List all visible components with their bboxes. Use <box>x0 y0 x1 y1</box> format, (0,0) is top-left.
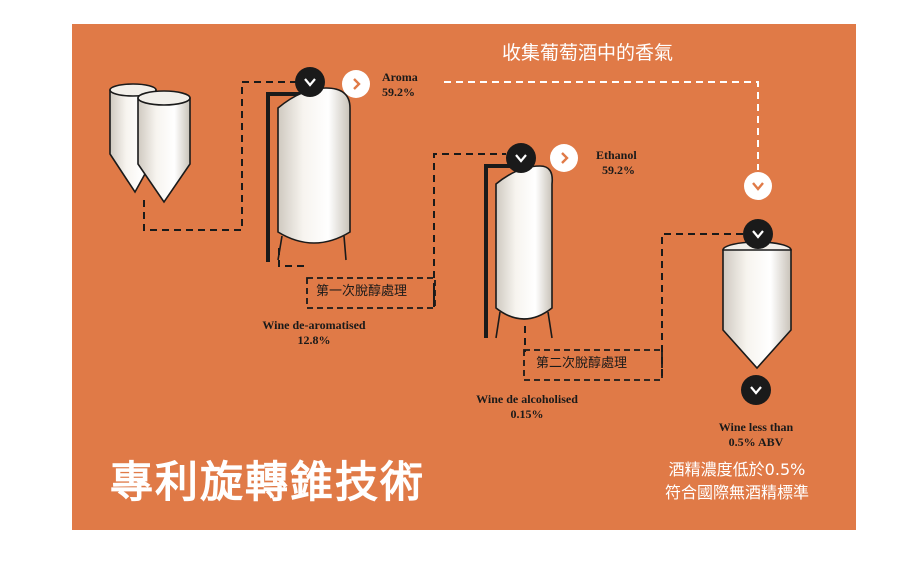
circle-icons <box>295 67 773 405</box>
flow-line-stage2-to-tank3 <box>661 233 744 376</box>
source-tanks <box>109 83 191 204</box>
tank-1-body <box>277 87 351 244</box>
stage-boxes <box>306 277 663 381</box>
tank-2-leg-left <box>495 311 501 339</box>
ethanol-label: Ethanol 59.2% <box>596 148 637 178</box>
ethanol-name: Ethanol <box>596 148 637 162</box>
chevron-right-icon <box>342 70 370 98</box>
final-tank-body <box>722 249 792 370</box>
tank-2-leg-right <box>547 311 553 339</box>
dearomatised-name: Wine de-aromatised <box>262 318 366 332</box>
dearomatised-label: Wine de-aromatised 12.8% <box>244 318 384 348</box>
main-title: 專利旋轉錐技術 <box>110 458 425 508</box>
tank-1-leg-left <box>277 235 283 261</box>
final-wine-line2: 0.5% ABV <box>728 435 784 449</box>
stage-1-box <box>306 277 436 309</box>
final-wine-label: Wine less than 0.5% ABV <box>696 420 816 450</box>
aroma-collection-caption: 收集葡萄酒中的香氣 <box>502 42 674 64</box>
flow-line-aroma-to-final <box>444 81 759 170</box>
flow-lines <box>143 81 759 376</box>
standard-caption-line2: 符合國際無酒精標準 <box>664 483 809 502</box>
source-tank-front-top <box>137 90 191 106</box>
final-tank <box>722 241 792 370</box>
process-diagram <box>109 67 792 405</box>
chevron-down-icon <box>744 172 772 200</box>
ethanol-value: 59.2% <box>602 163 635 177</box>
tank-2 <box>484 156 554 339</box>
chevron-down-icon <box>295 67 325 97</box>
flow-line-source-to-tank1 <box>143 81 296 231</box>
stage-2-label: 第二次脫醇處理 <box>532 354 632 374</box>
final-wine-line1: Wine less than <box>718 420 794 434</box>
chevron-down-icon <box>743 219 773 249</box>
aroma-value: 59.2% <box>382 85 415 99</box>
infographic-panel: 收集葡萄酒中的香氣 Aroma 59.2% Ethanol 59.2% 第一次脫… <box>72 24 856 530</box>
source-tank-front <box>137 92 191 204</box>
standard-caption-line1: 酒精濃度低於0.5% <box>668 460 806 479</box>
standard-caption: 酒精濃度低於0.5% 符合國際無酒精標準 <box>632 458 842 504</box>
tank-1 <box>266 84 351 262</box>
dealcoholised-label: Wine de alcoholised 0.15% <box>457 392 597 422</box>
tank-2-body <box>495 165 554 320</box>
flow-line-tank1-to-stage1 <box>278 248 307 267</box>
dealcoholised-name: Wine de alcoholised <box>476 392 578 406</box>
flow-line-stage1-to-tank2 <box>433 153 506 307</box>
aroma-name: Aroma <box>382 70 418 84</box>
dealcoholised-value: 0.15% <box>510 407 544 421</box>
chevron-down-icon <box>741 375 771 405</box>
stage-1-label: 第一次脫醇處理 <box>312 282 412 302</box>
aroma-label: Aroma 59.2% <box>382 70 418 100</box>
stage-2-box <box>523 349 663 381</box>
chevron-right-icon <box>550 144 578 172</box>
dearomatised-value: 12.8% <box>297 333 331 347</box>
tank-1-leg-right <box>343 235 347 261</box>
chevron-down-icon <box>506 143 536 173</box>
